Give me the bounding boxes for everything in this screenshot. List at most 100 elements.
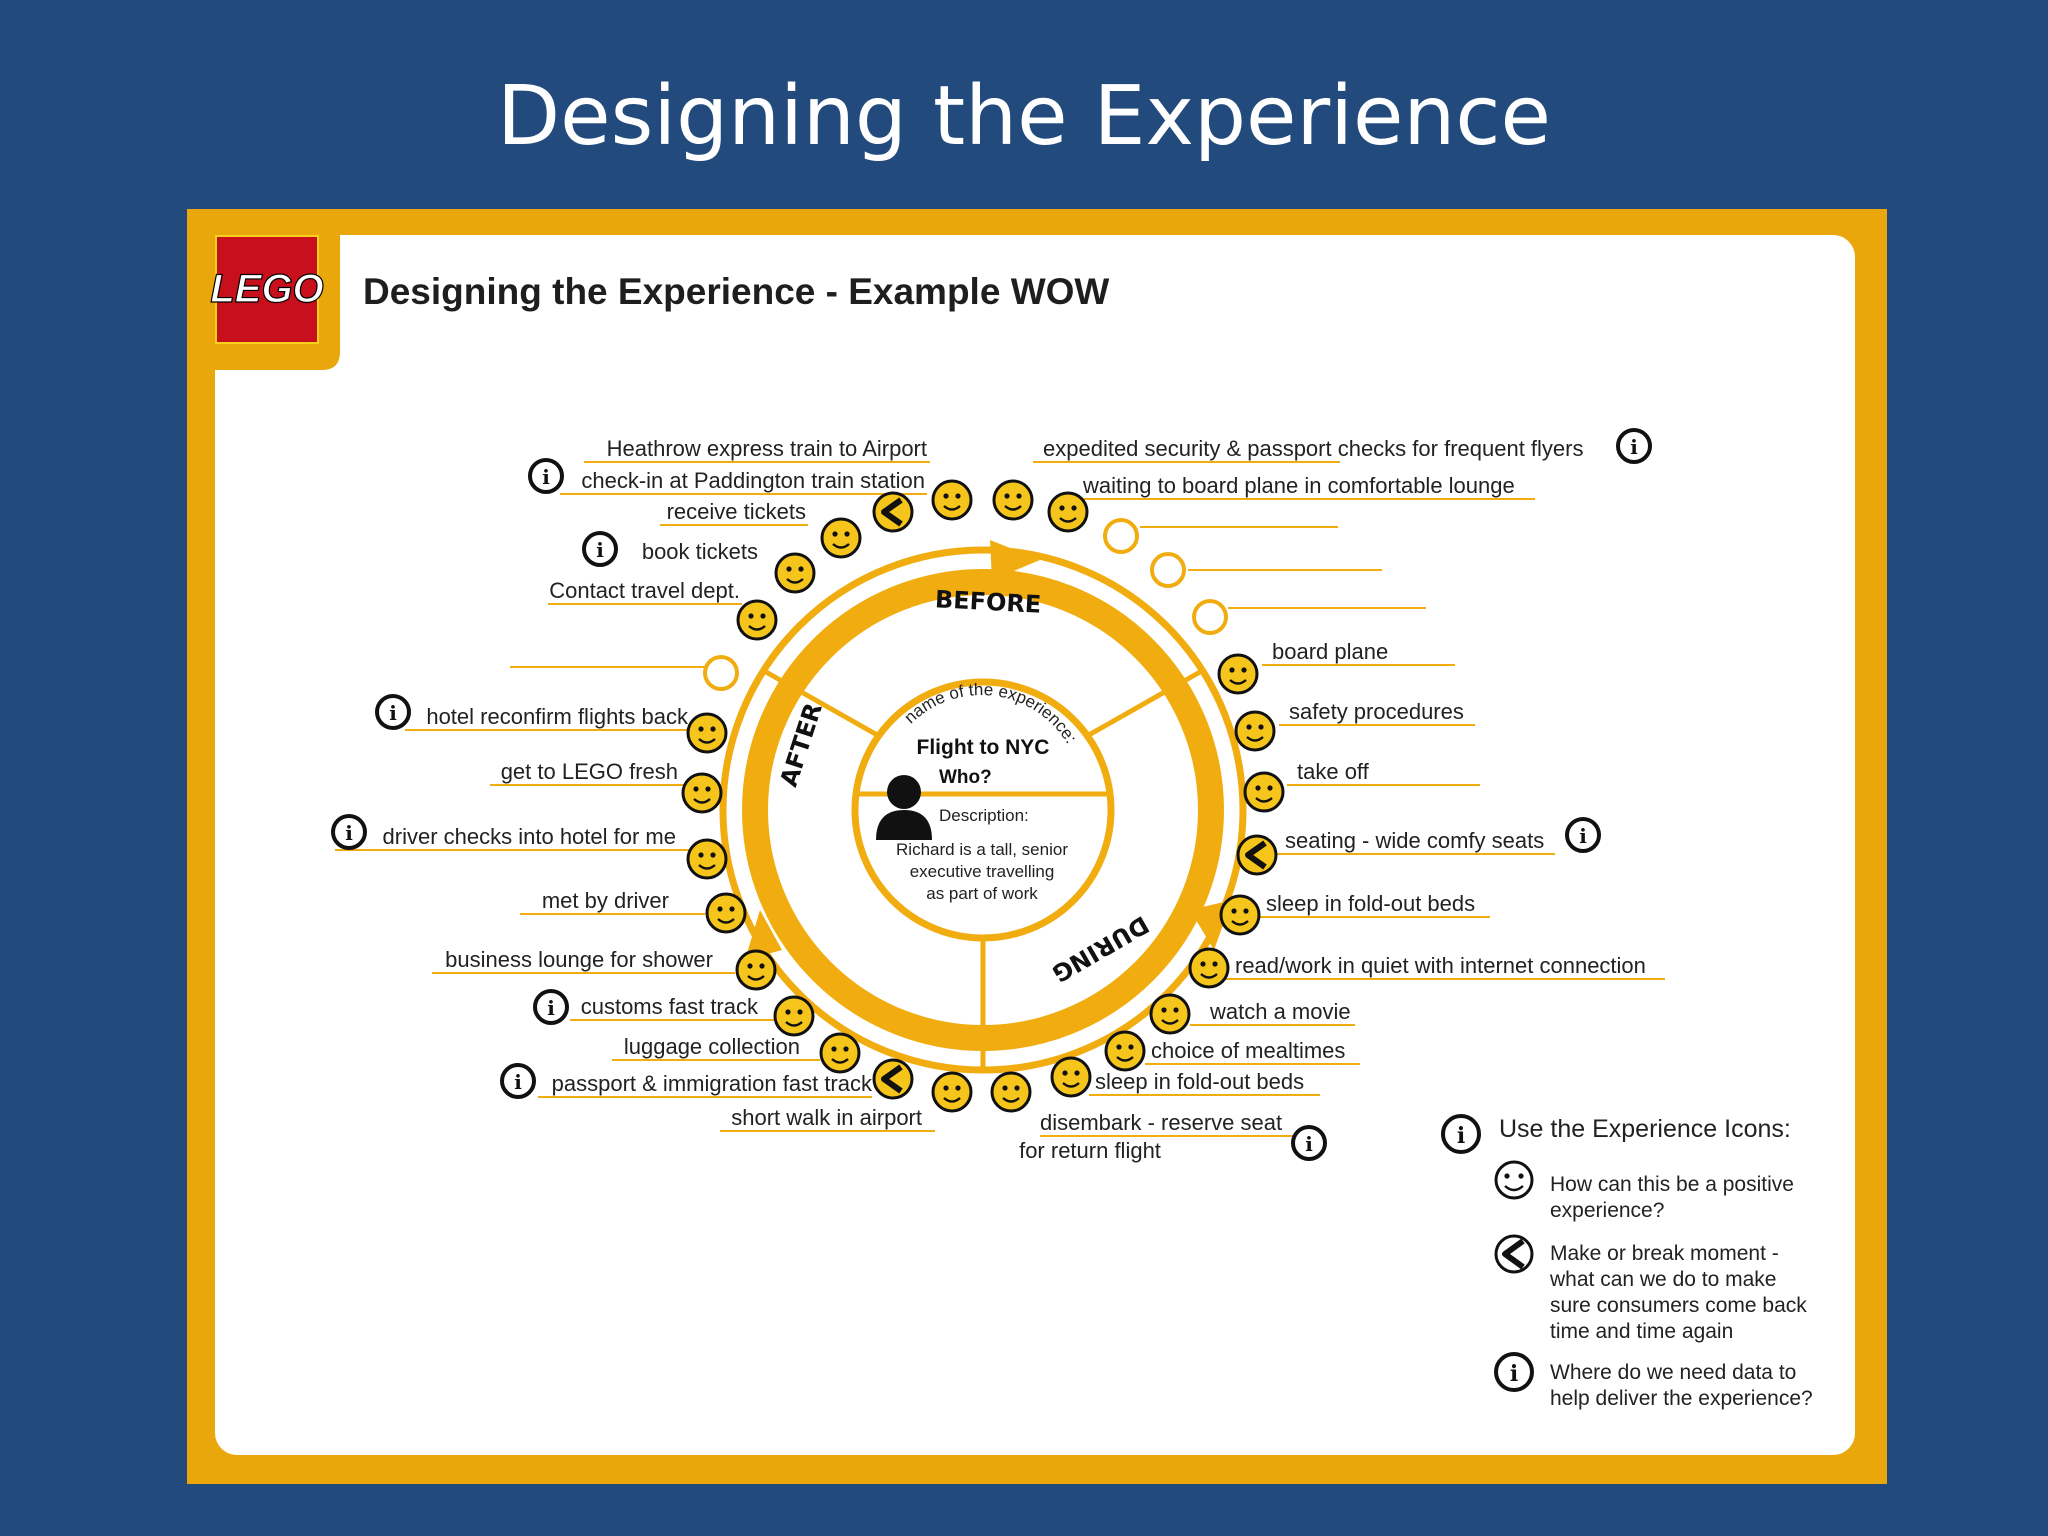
step-label: disembark - reserve seat [1040,1110,1282,1135]
face-icon [1047,491,1089,533]
svg-text:i: i [345,821,353,845]
step-label: take off [1297,759,1370,784]
slide-title: Designing the Experience [497,69,1551,164]
svg-text:i: i [1579,824,1587,848]
svg-text:i: i [389,701,397,725]
step-after-4: business lounge for shower [432,947,777,991]
legend-make-or-break-icon [1494,1234,1534,1274]
step-label: hotel reconfirm flights back [426,704,689,729]
face-icon [1149,993,1191,1035]
legend-positive-line-2: experience? [1550,1199,1664,1222]
step-label: met by driver [542,888,669,913]
step-label: waiting to board plane in comfortable lo… [1082,473,1515,498]
step-label: driver checks into hotel for me [383,824,676,849]
description-line-3: as part of work [926,884,1038,903]
face-icon [705,892,747,934]
journey-steps: Contact travel dept.book ticketsireceive… [331,428,1665,1163]
lego-logo-text: LEGO [210,267,323,311]
step-label-line-2: for return flight [1019,1138,1161,1163]
svg-text:i: i [1630,435,1638,459]
step-label: business lounge for shower [445,947,713,972]
experience-name: Flight to NYC [917,736,1050,759]
svg-text:i: i [1510,1361,1518,1387]
face-icon [736,599,778,641]
face-icon [931,479,973,521]
face-icon [686,838,728,880]
face-icon [1234,710,1276,752]
legend-make-break-line-2: what can we do to make [1549,1268,1776,1291]
step-label: passport & immigration fast track [552,1071,873,1096]
legend-title: Use the Experience Icons: [1499,1115,1791,1143]
info-icon: i [533,989,569,1025]
info-icon: i [375,694,411,730]
step-after-5: met by driver [520,888,747,934]
face-icon [773,995,815,1037]
face-icon [1243,771,1285,813]
svg-text:i: i [547,996,555,1020]
arrow-after [745,910,782,960]
step-before-5: expedited security & passport checks for… [992,428,1652,521]
legend-info-line-2: help deliver the experience? [1550,1387,1813,1410]
step-during-7: choice of mealtimes [1104,1030,1360,1072]
legend: i Use the Experience Icons: How can this… [1441,1114,1813,1410]
svg-text:i: i [542,465,550,489]
step-during-9: disembark - reserve seat for return fligh… [990,1071,1327,1163]
face-icon [681,772,723,814]
step-label: short walk in airport [731,1105,922,1130]
diagram-title: Designing the Experience - Example WOW [363,271,1109,312]
legend-positive-line-1: How can this be a positive [1550,1173,1794,1196]
step-during-4: sleep in fold-out beds [1219,891,1490,936]
step-label: customs fast track [581,994,759,1019]
lego-logo [215,235,319,344]
info-icon: i [582,531,618,567]
info-icon: i [1565,817,1601,853]
info-icon: i [1291,1125,1327,1161]
legend-title-info-icon: i [1441,1114,1481,1154]
svg-text:i: i [1305,1132,1313,1156]
legend-make-break-line-1: Make or break moment - [1550,1242,1779,1265]
face-icon [735,949,777,991]
step-during-0: board plane [1217,639,1455,695]
face-icon [820,517,862,559]
legend-make-break-line-3: sure consumers come back [1550,1294,1807,1317]
empty-slot [703,655,739,691]
info-icon: i [528,458,564,494]
step-during-6: watch a movie [1149,993,1355,1035]
step-during-5: read/work in quiet with internet connect… [1188,947,1665,989]
info-icon: i [331,814,367,850]
info-icon: i [500,1063,536,1099]
face-icon [990,1071,1032,1113]
svg-text:i: i [514,1070,522,1094]
face-icon [774,552,816,594]
step-after-3: customs fast track i [533,989,815,1037]
step-after-8: hotel reconfirm flights back i [375,694,728,754]
face-icon [1219,894,1261,936]
face-icon [1188,947,1230,989]
step-before-4: Heathrow express train to Airport [584,436,973,521]
step-after-0: short walk in airport [720,1071,973,1132]
empty-slot [1192,599,1228,635]
make-or-break-icon [872,1058,914,1100]
who-label: Who? [939,767,992,788]
step-after-6: driver checks into hotel for me i [331,814,728,880]
description-line-2: executive travelling [910,862,1055,881]
step-during-1: safety procedures [1234,699,1475,752]
step-label: get to LEGO fresh [501,759,678,784]
step-label: choice of mealtimes [1151,1038,1345,1063]
step-after-1: passport & immigration fast track i [500,1058,914,1100]
face-icon [819,1032,861,1074]
face-icon [931,1071,973,1113]
step-label: receive tickets [667,499,806,524]
svg-text:i: i [596,538,604,562]
description-line-1: Richard is a tall, senior [896,840,1068,859]
face-icon [1217,653,1259,695]
legend-make-break-line-4: time and time again [1550,1320,1733,1343]
step-label: luggage collection [624,1034,800,1059]
face-icon [1050,1056,1092,1098]
make-or-break-icon [872,491,914,533]
step-after-2: luggage collection [612,1032,861,1074]
svg-text:i: i [1457,1123,1465,1149]
face-icon [1104,1030,1146,1072]
divider-after-before [764,669,881,739]
legend-info-line-1: Where do we need data to [1550,1361,1796,1384]
